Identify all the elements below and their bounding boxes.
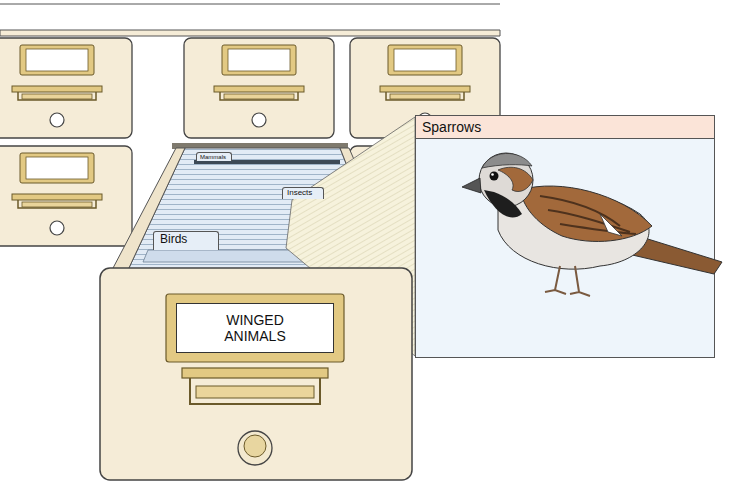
cabinet-top-line: [0, 4, 500, 5]
drawer-knob: [244, 435, 266, 457]
index-tab: Mammals: [196, 152, 232, 161]
nape: [498, 167, 533, 191]
drawer-front: [0, 146, 132, 246]
drawer-handle: [182, 368, 328, 378]
wing-stripes: [540, 196, 636, 234]
drawer-front: [0, 38, 132, 138]
node-label: Insects: [283, 188, 323, 197]
node-label: Birds: [154, 232, 218, 245]
cabinet-top: [0, 30, 500, 36]
drawer-handle: [196, 386, 314, 398]
bib: [484, 190, 522, 218]
crown: [482, 153, 532, 168]
node-label: WINGED ANIMALS: [213, 312, 297, 344]
label-holder: [166, 294, 344, 362]
drawer-label: WINGED ANIMALS: [176, 303, 334, 353]
index-tab: Birds: [153, 231, 219, 250]
index-card: Sparrows: [415, 115, 715, 358]
legs: [545, 266, 590, 296]
beak: [462, 178, 481, 193]
body: [498, 188, 649, 269]
node-label: Mammals: [197, 153, 231, 160]
drawer-front: [100, 268, 412, 480]
wing: [520, 186, 652, 241]
head: [479, 153, 533, 207]
drawer-knob: [238, 431, 272, 465]
eye-highlight: [491, 173, 494, 176]
index-tab: Insects: [282, 187, 324, 199]
eye: [490, 172, 499, 181]
wing-bar: [600, 214, 622, 236]
drawer-front: [184, 38, 334, 138]
node-label: Sparrows: [416, 116, 714, 139]
drawer-handle: [190, 378, 320, 404]
tail: [598, 226, 722, 274]
